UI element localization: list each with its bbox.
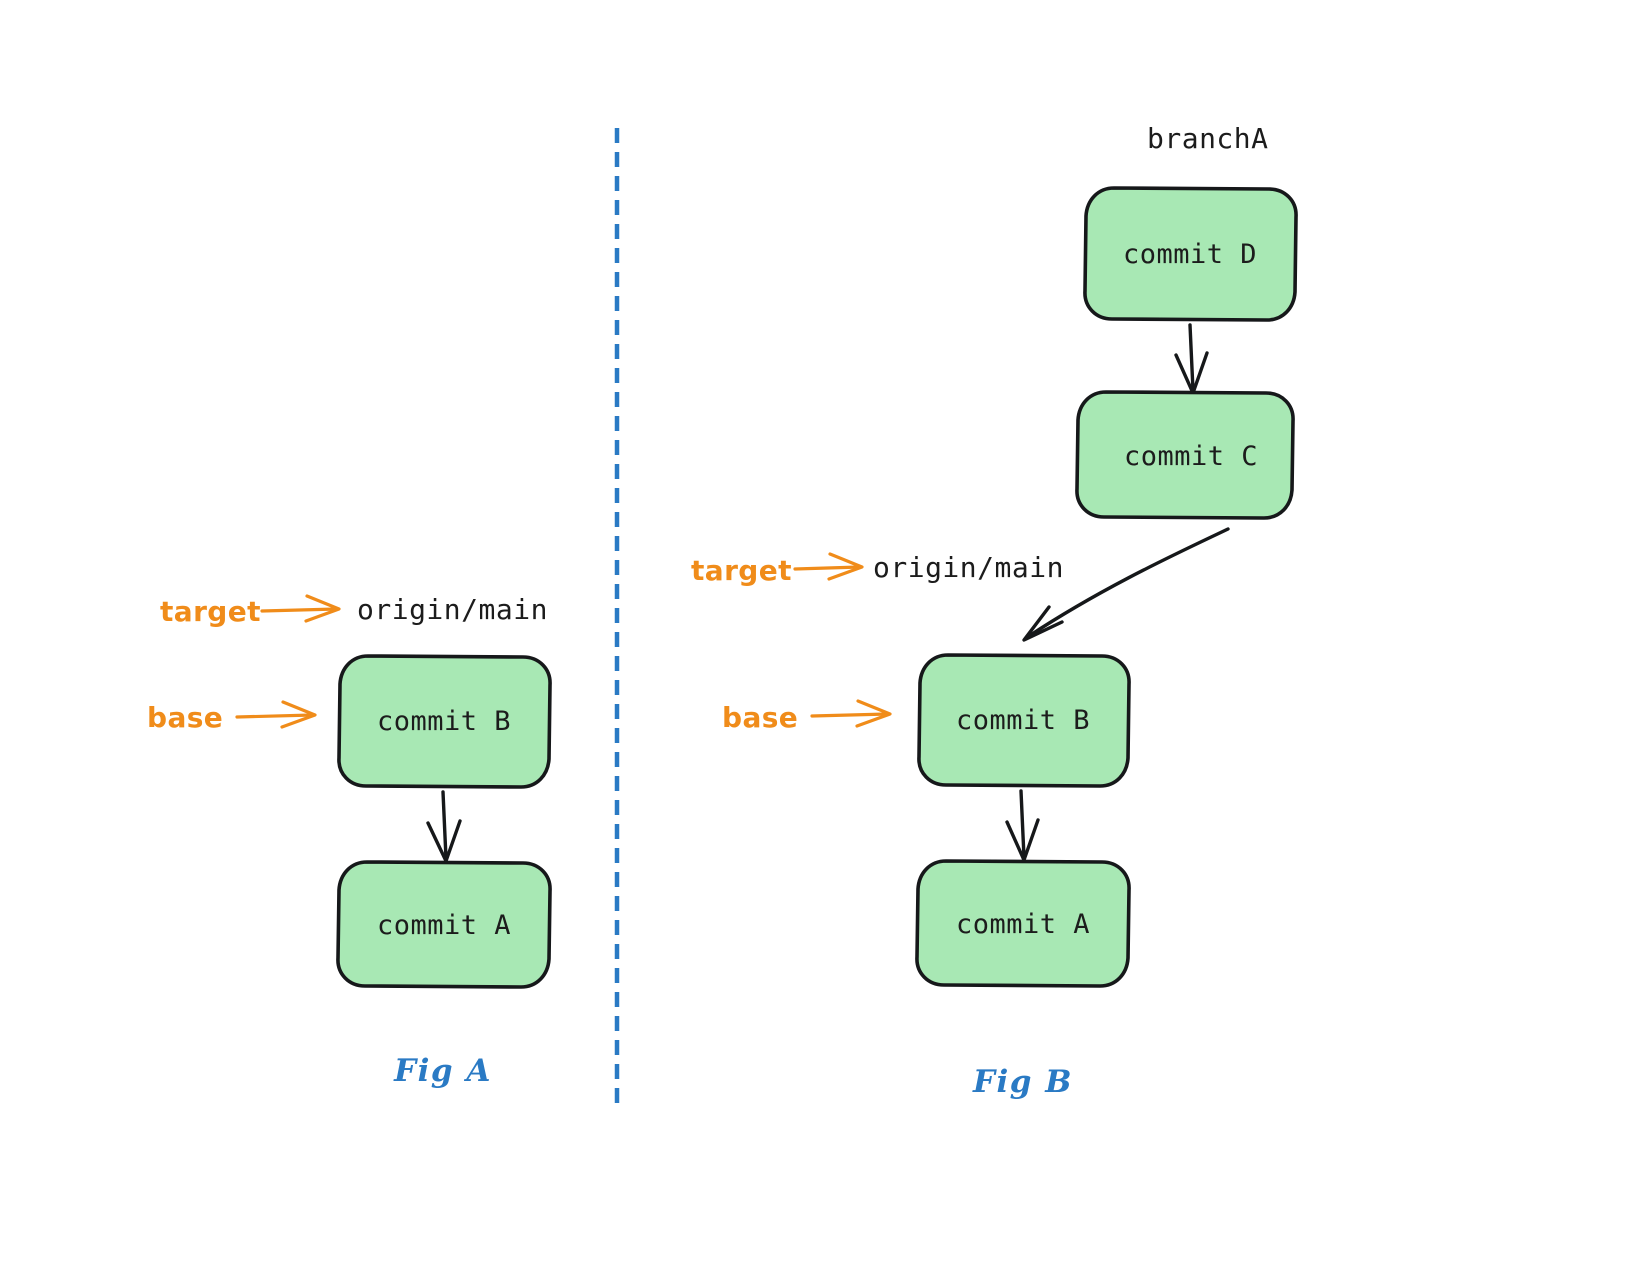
fig-a-base-label: base (147, 701, 223, 734)
fig-a-target-arrow-icon (260, 594, 341, 623)
fig-b-commit-a-node[interactable]: commit A (915, 859, 1131, 988)
fig-b-caption: Fig B (972, 1064, 1073, 1100)
fig-b-origin-main-label: origin/main (873, 551, 1064, 584)
fig-b-brancha-label: branchA (1147, 122, 1269, 155)
fig-b-commit-b-node[interactable]: commit B (917, 653, 1131, 788)
fig-a-commit-b-text: commit B (377, 706, 511, 737)
fig-a-base-arrow-icon (235, 700, 317, 729)
fig-b-target-arrow-icon (793, 552, 864, 581)
fig-b-edge-d-to-c (1174, 323, 1209, 395)
fig-b-commit-d-node[interactable]: commit D (1083, 186, 1298, 322)
fig-a-caption: Fig A (393, 1053, 492, 1089)
fig-b-base-arrow-icon (810, 699, 892, 728)
fig-a-commit-a-node[interactable]: commit A (336, 860, 552, 989)
fig-b-commit-c-node[interactable]: commit C (1075, 390, 1295, 520)
fig-b-commit-b-text: commit B (956, 705, 1090, 736)
fig-b-commit-c-text: commit C (1124, 441, 1258, 472)
fig-a-origin-main-label: origin/main (357, 593, 548, 626)
fig-b-edge-b-to-a (1005, 789, 1040, 862)
fig-a-commit-a-text: commit A (377, 910, 511, 941)
fig-b-commit-a-text: commit A (956, 909, 1090, 940)
fig-a-edge-b-to-a (426, 790, 462, 863)
fig-a-target-label: target (160, 595, 261, 628)
fig-b-target-label: target (691, 554, 792, 587)
fig-a-commit-b-node[interactable]: commit B (337, 654, 552, 789)
fig-b-edge-c-to-b (1022, 527, 1230, 642)
fig-b-base-label: base (722, 701, 798, 734)
fig-b-commit-d-text: commit D (1123, 239, 1257, 270)
